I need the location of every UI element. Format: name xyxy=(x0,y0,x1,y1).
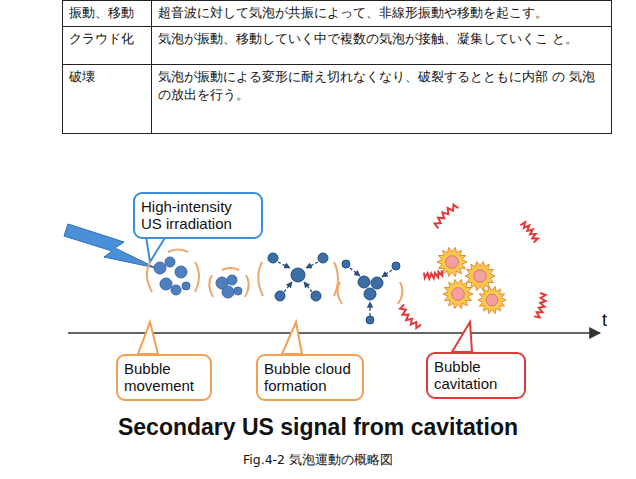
table-text: クラウド化 xyxy=(69,31,134,46)
burst-core xyxy=(486,294,498,306)
table-cell: 破壊 xyxy=(62,64,152,134)
bubble-cloud xyxy=(278,262,392,316)
vibration-arcs xyxy=(147,250,249,298)
table-cell: 気泡が振動、移動していく中で複数の気泡が接触、凝集していくこ と。 xyxy=(151,26,612,65)
figure-caption: Fig.4-2 気泡運動の概略図 xyxy=(0,452,636,469)
box-label: Bubble cavitation xyxy=(434,358,518,393)
box-label: Bubble cloud formation xyxy=(264,360,356,395)
burst-core xyxy=(446,256,459,269)
moving-bubbles xyxy=(154,257,242,298)
axis-label: t xyxy=(602,310,607,331)
figure-title: Secondary US signal from cavitation xyxy=(0,414,636,441)
burst-core xyxy=(474,270,487,283)
table-text: 超音波に対して気泡が共振によって、非線形振動や移動を起こす。 xyxy=(158,5,548,20)
stage-box: Bubble movement xyxy=(116,354,212,401)
cloud-bubbles xyxy=(268,253,400,324)
callout-pointer xyxy=(452,322,472,352)
shock-wave xyxy=(424,270,442,278)
box-label: High-intensity US irradiation xyxy=(141,198,255,233)
burst-star xyxy=(478,286,506,313)
table-cell: 超音波に対して気泡が共振によって、非線形振動や移動を起こす。 xyxy=(151,0,612,27)
box-label: Bubble movement xyxy=(124,360,204,395)
callout-pointer xyxy=(282,322,302,354)
shock-wave xyxy=(400,305,421,329)
burst-core xyxy=(452,288,465,301)
callout-pointer xyxy=(138,322,158,354)
shock-wave xyxy=(520,222,538,242)
table-cell: 気泡が振動による変形に耐え切れなくなり、破裂するとともに内部 の 気泡の放出を行… xyxy=(151,64,612,134)
table-text: 破壊 xyxy=(69,69,95,84)
cloud-arcs xyxy=(258,262,402,304)
stage-box: Bubble cloud formation xyxy=(256,354,364,401)
table-text: 気泡が振動による変形に耐え切れなくなり、破裂するとともに内部 の 気泡の放出を行… xyxy=(158,69,595,102)
callout-pointer xyxy=(146,236,166,262)
table-cell: 振動、移動 xyxy=(62,0,152,27)
table-text: 気泡が振動、移動していく中で複数の気泡が接触、凝集していくこ と。 xyxy=(158,31,578,46)
cavitation-bursts xyxy=(400,205,546,328)
callout-box: High-intensity US irradiation xyxy=(133,192,263,239)
burst-star xyxy=(443,279,473,308)
stage-box: Bubble cavitation xyxy=(426,352,526,399)
table-text: 振動、移動 xyxy=(69,5,134,20)
burst-star xyxy=(465,261,495,290)
table-cell: クラウド化 xyxy=(62,26,152,65)
shock-wave xyxy=(534,293,546,317)
shock-wave xyxy=(435,205,459,229)
